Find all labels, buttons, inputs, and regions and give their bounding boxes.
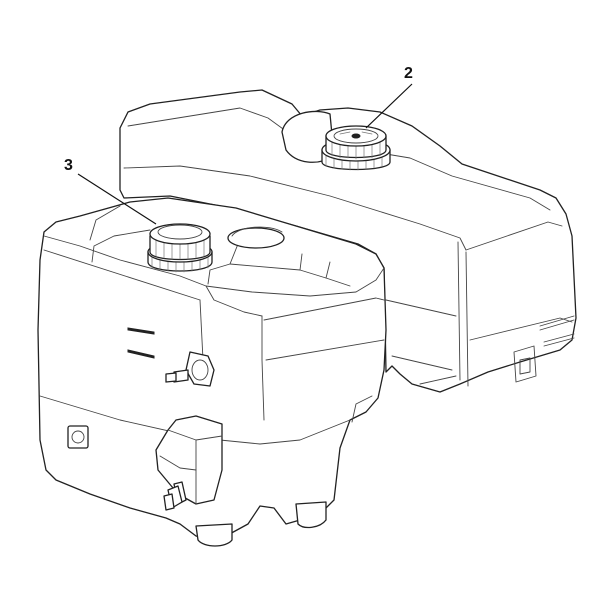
filler-cap-2 — [321, 125, 391, 171]
leader-line-2 — [365, 83, 413, 129]
filler-cap-3 — [147, 223, 213, 273]
leader-line-3 — [77, 173, 157, 225]
callout-label-3: 3 — [64, 157, 73, 174]
callout-label-2: 2 — [404, 65, 413, 82]
front-tank — [37, 197, 387, 547]
